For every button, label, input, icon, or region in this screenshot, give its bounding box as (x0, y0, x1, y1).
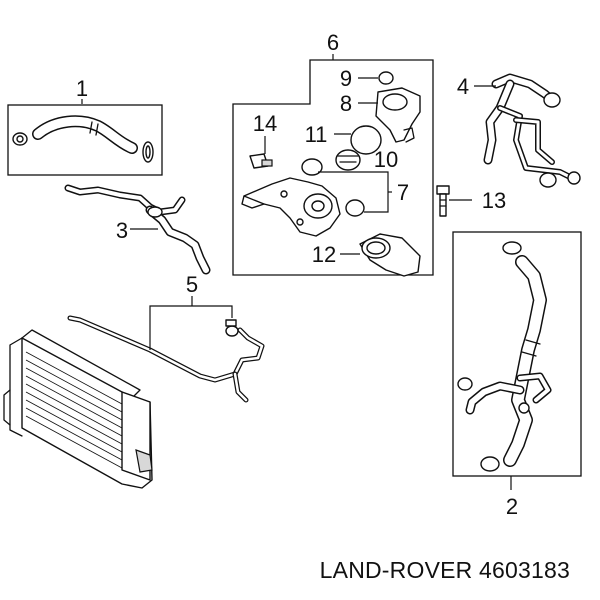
box-part-2 (452, 231, 582, 477)
group-upper-hose (7, 99, 163, 176)
callout-1: 1 (76, 76, 88, 101)
group-hose-4 (474, 73, 581, 188)
callout-11: 11 (305, 122, 328, 147)
callout-6: 6 (327, 30, 339, 55)
part-number-caption: LAND-ROVER 4603183 (320, 557, 570, 583)
group-thermostat (232, 54, 434, 277)
group-hose-3 (64, 184, 211, 275)
radiator (3, 329, 153, 489)
box-part-1 (7, 104, 163, 176)
callout-14: 14 (253, 111, 277, 136)
group-tube-5 (67, 296, 265, 403)
box-part-6 (232, 59, 434, 276)
leader-5 (149, 305, 233, 350)
callout-4: 4 (457, 74, 469, 99)
callout-13: 13 (482, 188, 506, 213)
callout-7: 7 (397, 180, 409, 205)
callout-8: 8 (340, 91, 352, 116)
group-lower-hose (452, 231, 582, 490)
callout-3: 3 (116, 218, 128, 243)
callout-5: 5 (186, 272, 198, 297)
callout-12: 12 (312, 242, 336, 267)
callout-9: 9 (340, 66, 352, 91)
callout-2: 2 (506, 494, 518, 519)
callout-10: 10 (374, 147, 398, 172)
group-bolt-13 (436, 185, 472, 217)
